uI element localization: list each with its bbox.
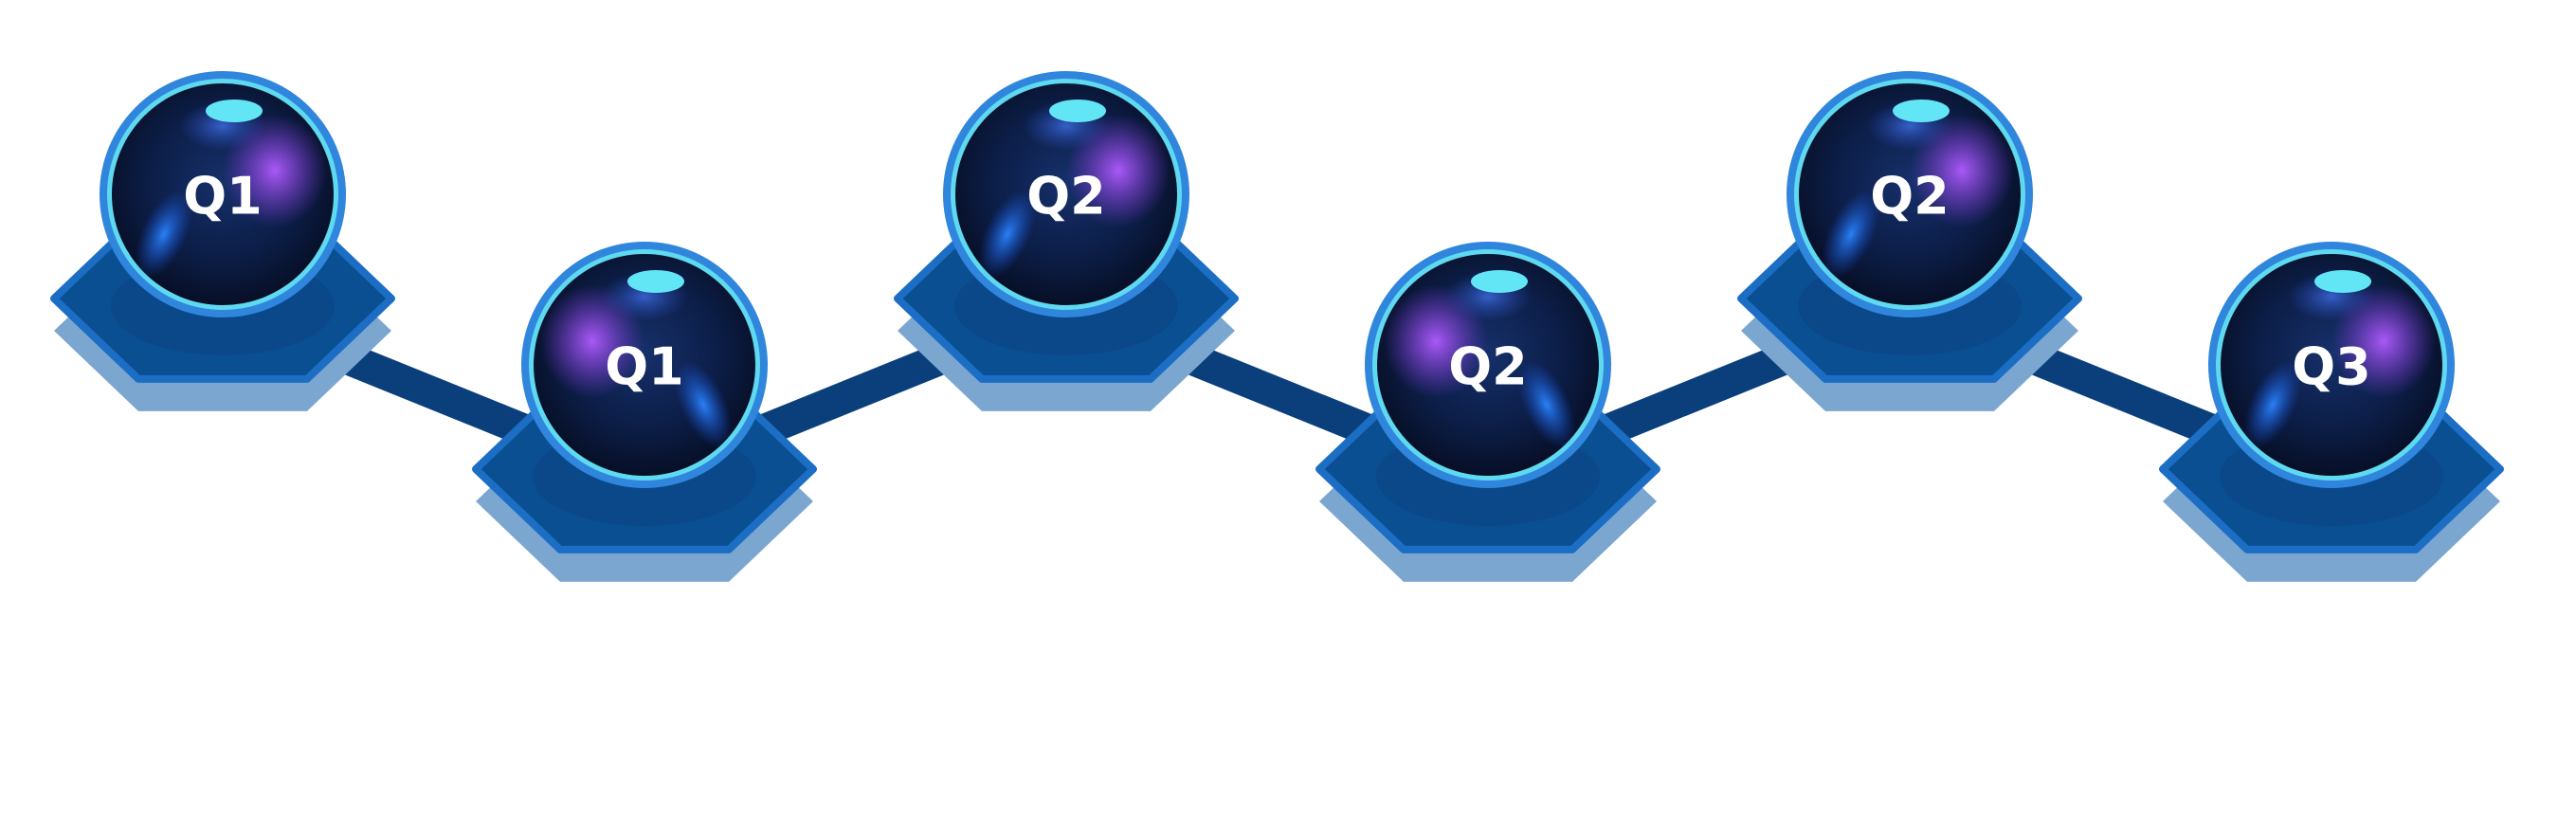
timeline-node: Q2	[1315, 242, 1660, 582]
orb: Q2	[1365, 242, 1611, 488]
orb-highlight	[1049, 100, 1106, 122]
orb-highlight	[1893, 100, 1950, 122]
orb: Q1	[521, 242, 768, 488]
orb-highlight	[2314, 270, 2371, 293]
orb: Q3	[2208, 242, 2455, 488]
step-label: Q2	[1448, 337, 1527, 397]
timeline-node: Q2	[1737, 71, 2082, 411]
timeline-node: Q1	[50, 71, 395, 411]
timeline-node: Q2	[894, 71, 1239, 411]
orb: Q1	[100, 71, 346, 317]
orb-glow-blue	[1517, 360, 1576, 449]
timeline-node: Q1	[472, 242, 817, 582]
timeline-node: Q3	[2159, 242, 2504, 582]
step-label: Q3	[2292, 337, 2370, 397]
orb-highlight	[206, 100, 263, 122]
orb-highlight	[627, 270, 684, 293]
orb-glow-blue	[135, 190, 193, 279]
step-label: Q1	[605, 337, 683, 397]
orb: Q2	[943, 71, 1189, 317]
orb-glow-blue	[1822, 190, 1880, 279]
orb-highlight	[1471, 270, 1528, 293]
step-label: Q2	[1026, 167, 1105, 227]
orb: Q2	[1787, 71, 2033, 317]
step-label: Q1	[183, 167, 262, 227]
orb-glow-blue	[674, 360, 733, 449]
step-label: Q2	[1870, 167, 1949, 227]
orb-glow-blue	[2243, 360, 2302, 449]
orb-glow-blue	[978, 190, 1037, 279]
